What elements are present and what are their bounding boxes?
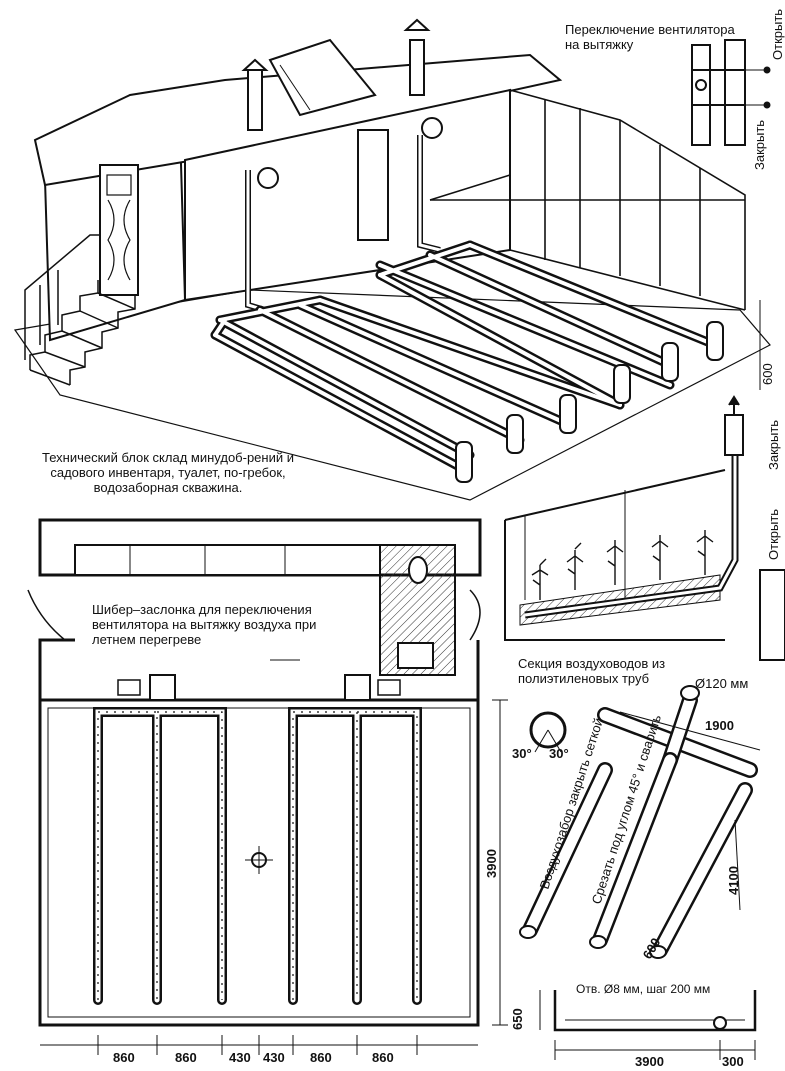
plants <box>531 530 714 600</box>
bottom-trough <box>553 990 757 1032</box>
house-door <box>99 164 139 296</box>
angle-left: 30° <box>512 746 532 761</box>
dim-3900-plan: 3900 <box>484 849 499 878</box>
vent-pipe-2 <box>409 39 425 96</box>
label-close-top: Закрыть <box>752 120 767 170</box>
perspective-view <box>13 18 771 501</box>
dim-300: 300 <box>722 1054 744 1069</box>
label-open-top: Открыть <box>770 9 785 60</box>
dim-row-3: 430 <box>229 1050 251 1065</box>
stairs <box>24 234 136 386</box>
dim-3900-bottom: 3900 <box>635 1054 664 1069</box>
fan-2 <box>421 117 443 139</box>
dim-row-1: 860 <box>113 1050 135 1065</box>
dim-row-4: 430 <box>263 1050 285 1065</box>
plan-dimension-lines <box>40 699 508 1055</box>
angle-right: 30° <box>549 746 569 761</box>
dim-600-top: 600 <box>760 363 775 385</box>
dim-650: 650 <box>510 1008 525 1030</box>
dim-row-6: 860 <box>372 1050 394 1065</box>
greenhouse-frame <box>429 89 746 311</box>
fan-1 <box>257 167 279 189</box>
label-tech-block: Технический блок склад минудоб-рений и с… <box>42 450 294 495</box>
section-view <box>504 395 785 661</box>
label-holes: Отв. Ø8 мм, шаг 200 мм <box>576 982 711 997</box>
label-fan-switch: Переключение вентилятора на вытяжку <box>565 22 735 52</box>
label-open-section: Открыть <box>766 509 781 560</box>
dim-1900: 1900 <box>705 718 734 733</box>
label-damper: Шибер–заслонка для переключения вентилят… <box>92 602 352 647</box>
label-section: Секция воздуховодов из полиэтиленовых тр… <box>518 656 666 686</box>
dim-row-5: 860 <box>310 1050 332 1065</box>
label-pipe-diameter: Ø120 мм <box>695 676 749 691</box>
dim-row-2: 860 <box>175 1050 197 1065</box>
solar-panel <box>268 38 377 117</box>
house-roof <box>33 53 563 187</box>
pipe-section-detail <box>519 685 761 1060</box>
fan-switch-detail <box>691 39 771 146</box>
pipe-ends <box>455 321 724 483</box>
label-close-section: Закрыть <box>766 420 781 470</box>
plan-view <box>27 518 508 1055</box>
vent-pipe-1 <box>247 69 263 131</box>
dim-4100: 4100 <box>726 866 741 895</box>
